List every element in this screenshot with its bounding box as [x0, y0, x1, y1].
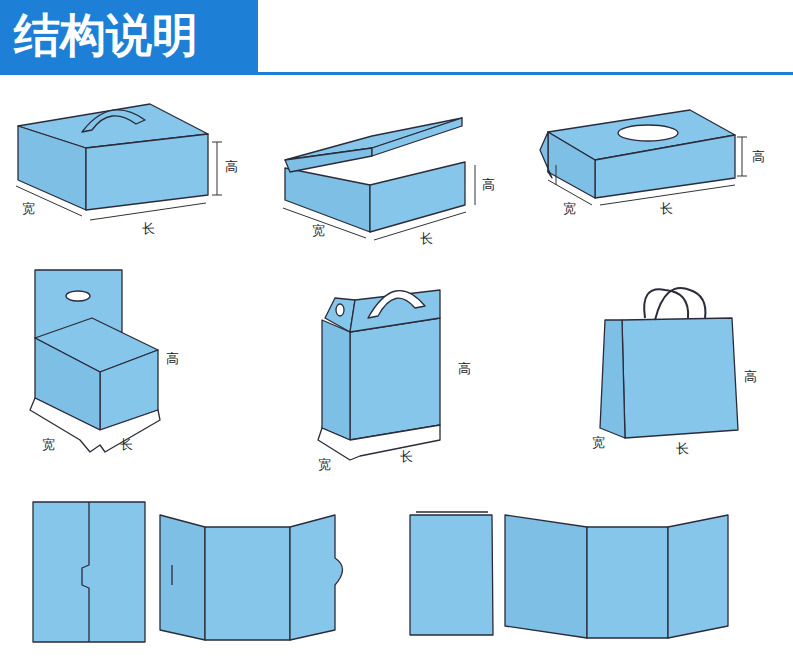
dimension-label: 高 [744, 370, 757, 383]
dimension-label: 宽 [22, 202, 35, 215]
dimension-label: 宽 [42, 438, 55, 451]
dimension-label: 高 [458, 362, 471, 375]
dimension-label: 宽 [592, 436, 605, 449]
dimension-label: 长 [420, 232, 433, 245]
dimension-label: 高 [482, 178, 495, 191]
dimension-label: 宽 [563, 202, 576, 215]
dimension-label: 长 [400, 450, 413, 463]
dimension-label: 宽 [312, 224, 325, 237]
dimension-label: 长 [142, 222, 155, 235]
title: 结构说明 [14, 8, 198, 63]
dimension-label: 高 [166, 352, 179, 365]
dimension-label: 高 [225, 160, 238, 173]
dimension-label: 高 [752, 150, 765, 163]
dimension-label: 长 [676, 442, 689, 455]
dimension-label: 长 [660, 202, 673, 215]
dimension-label: 长 [120, 438, 133, 451]
dimension-label: 宽 [318, 458, 331, 471]
title-rule [0, 72, 793, 75]
